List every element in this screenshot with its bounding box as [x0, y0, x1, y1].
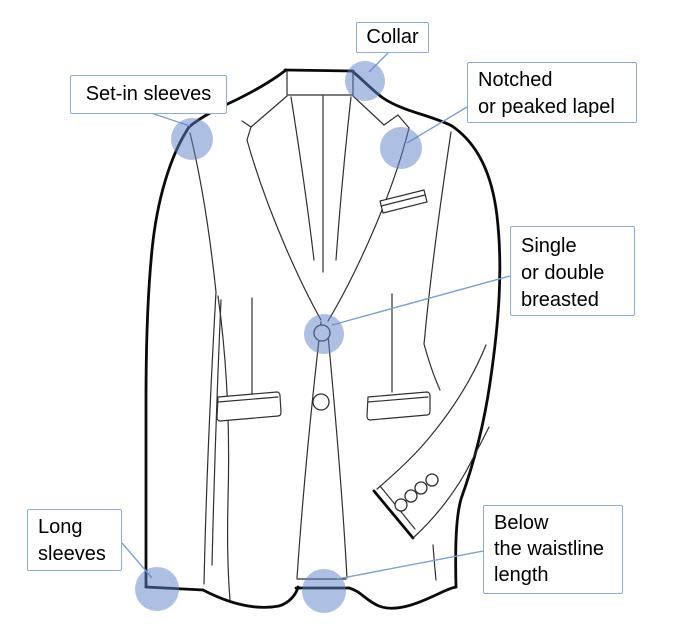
- label-breasted-line1: Single: [521, 235, 577, 257]
- label-notched-lapel: Notched or peaked lapel: [467, 62, 637, 123]
- label-long-sleeves-line2: sleeves: [38, 543, 106, 565]
- pockets: [216, 189, 431, 422]
- highlight-circle-breasted: [304, 314, 344, 354]
- label-long-sleeves: Long sleeves: [27, 509, 122, 571]
- highlight-circle-long-sleeves: [135, 567, 179, 611]
- cuff-button: [394, 498, 408, 512]
- label-long-sleeves-line1: Long: [38, 516, 83, 538]
- label-below-waistline-line3: length: [494, 564, 549, 586]
- cuff-button: [404, 489, 418, 503]
- cuff-button: [414, 481, 428, 495]
- connector-below-waistline: [336, 550, 484, 580]
- highlight-circle-set-in-sleeves: [171, 118, 213, 160]
- label-set-in-sleeves: Set-in sleeves: [70, 75, 227, 114]
- label-collar-text: Collar: [366, 26, 419, 48]
- connector-breasted: [331, 275, 511, 326]
- label-notched-lapel-line2: or peaked lapel: [478, 96, 615, 118]
- breast-pocket: [379, 189, 428, 214]
- left-hip-pocket-flap: [216, 391, 282, 422]
- highlight-circle-collar: [345, 61, 385, 101]
- label-set-in-sleeves-text: Set-in sleeves: [85, 83, 212, 105]
- label-below-waistline-line1: Below: [494, 512, 549, 534]
- highlight-circle-hem: [302, 569, 346, 613]
- label-collar: Collar: [356, 22, 429, 53]
- label-breasted: Single or double breasted: [510, 226, 635, 316]
- label-below-waistline-line2: the waistline: [494, 538, 605, 560]
- front-button-bottom: [312, 393, 330, 411]
- highlight-circle-lapel: [380, 127, 422, 169]
- label-breasted-line2: or double: [521, 262, 605, 284]
- collar-and-lapels: [241, 70, 410, 322]
- right-hip-pocket-flap: [366, 391, 431, 421]
- cuff-button: [425, 473, 439, 487]
- label-below-waistline: Below the waistline length: [483, 505, 623, 594]
- label-breasted-line3: breasted: [521, 289, 599, 311]
- label-notched-lapel-line1: Notched: [478, 69, 553, 91]
- highlight-circles: [135, 61, 422, 613]
